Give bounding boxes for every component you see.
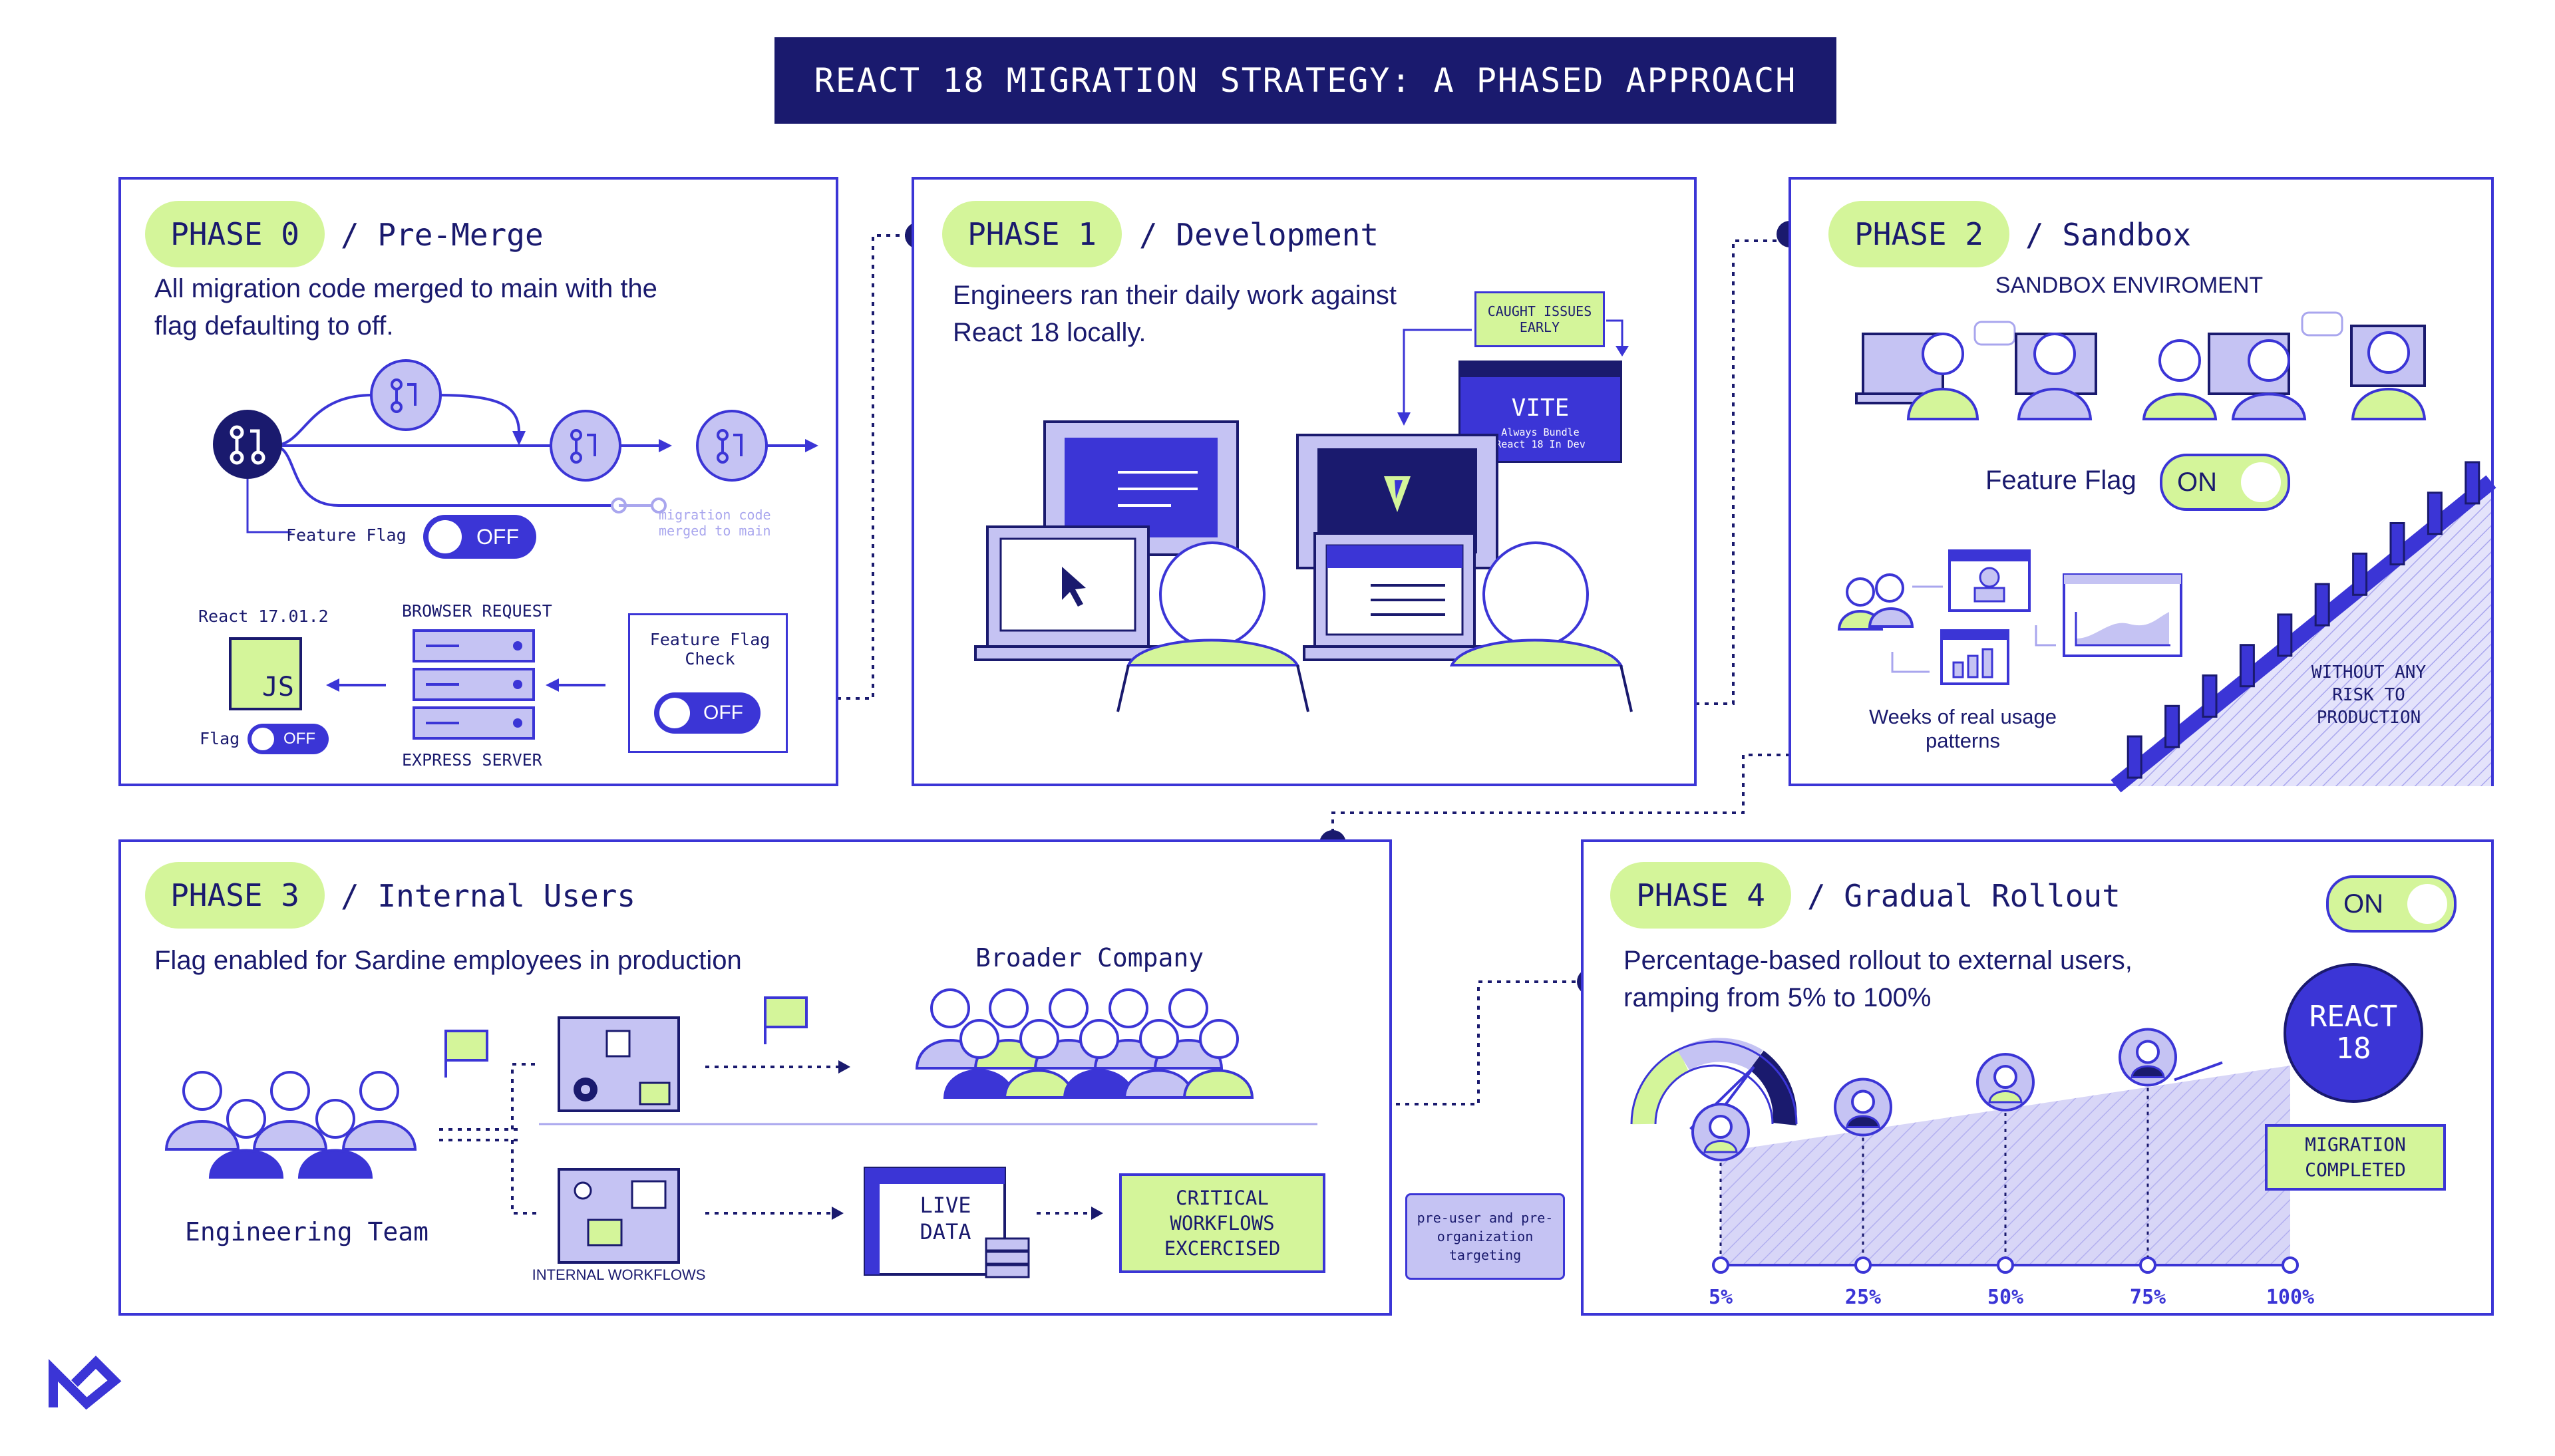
- fence-post: [2352, 552, 2368, 596]
- server-stack-icon: [413, 629, 535, 740]
- critical-workflows-box: CRITICAL WORKFLOWS EXCERCISED: [1119, 1173, 1325, 1273]
- ramp-arrow: [2174, 1061, 2223, 1082]
- fence-post: [2465, 461, 2480, 505]
- sandbox-flag-toggle-on[interactable]: ON: [2160, 454, 2290, 511]
- phase2-title: / Sandbox: [2025, 217, 2192, 253]
- phase4-description: Percentage-based rollout to external use…: [1623, 946, 2132, 1012]
- server-arrows: [326, 678, 605, 692]
- rollout-tick-label: 100%: [2266, 1286, 2314, 1309]
- internal-workflows-caption: INTERNAL WORKFLOWS: [532, 1266, 706, 1283]
- engineering-team-label: Engineering Team: [185, 1217, 429, 1246]
- sandbox-env-label: SANDBOX ENVIROMENT: [1995, 273, 2264, 298]
- toggle-state: OFF: [283, 730, 315, 748]
- feature-flag-label: Feature Flag: [286, 525, 407, 545]
- page-title: REACT 18 MIGRATION STRATEGY: A PHASED AP…: [814, 61, 1797, 100]
- fence-post: [2277, 613, 2293, 657]
- phase0-description: All migration code merged to main with t…: [154, 274, 657, 341]
- sandbox-users-illustration: [1855, 311, 2427, 420]
- flag-check-box: Feature Flag Check OFF: [628, 613, 788, 753]
- toggle-state: ON: [2343, 889, 2383, 919]
- react18-badge: REACT 18: [2284, 963, 2423, 1103]
- toggle-state: OFF: [476, 524, 519, 549]
- phase3-description: Flag enabled for Sardine employees in pr…: [154, 946, 742, 975]
- developer-desk-illustration: [974, 420, 1633, 712]
- broader-company-label: Broader Company: [975, 943, 1204, 972]
- phase0-title: / Pre-Merge: [341, 217, 544, 253]
- fence-post: [2127, 735, 2142, 779]
- toggle-state: ON: [2177, 467, 2217, 497]
- fence-post: [2314, 583, 2330, 627]
- phase1-title: / Development: [1139, 217, 1379, 253]
- rollout-tick-dot: [1997, 1256, 2014, 1274]
- flag-icon: [764, 996, 808, 1044]
- vite-title: VITE: [1511, 394, 1570, 422]
- fence-post: [2427, 492, 2443, 535]
- caught-arrows: [1397, 319, 1629, 426]
- live-data-label: LIVE DATA: [920, 1193, 971, 1244]
- phase1-description: Engineers ran their daily work against R…: [953, 281, 1397, 347]
- git-flow-diagram: [213, 359, 818, 533]
- usage-patterns-caption: Weeks of real usage patterns: [1868, 705, 2057, 752]
- broader-company-group: [915, 988, 1254, 1099]
- migration-completed-box: MIGRATION COMPLETED: [2265, 1124, 2446, 1191]
- merged-note: migration code merged to main: [659, 507, 771, 539]
- flag-icon: [444, 1030, 488, 1078]
- feature-flag-toggle-off[interactable]: OFF: [423, 515, 536, 559]
- internal-flow-diagram: [439, 996, 1317, 1278]
- usage-patterns-illustration: [1837, 549, 2182, 685]
- phase1-badge: PHASE 1: [942, 201, 1122, 267]
- phase2-badge: PHASE 2: [1828, 201, 2009, 267]
- vite-subtitle: Always Bundle React 18 In Dev: [1495, 426, 1586, 450]
- sardine-logo: [49, 1356, 122, 1410]
- js-icon: JS: [229, 637, 302, 710]
- fence-post: [2164, 704, 2180, 748]
- engineering-team-group: [164, 1071, 417, 1179]
- title-banner: REACT 18 MIGRATION STRATEGY: A PHASED AP…: [774, 37, 1836, 124]
- phase0-badge: PHASE 0: [145, 201, 325, 267]
- rollout-chart: 5% 25% 50% 75% 100%: [1691, 1028, 2314, 1309]
- flag-check-label: Feature Flag Check: [649, 630, 770, 668]
- rollout-tick-label: 75%: [2130, 1286, 2166, 1309]
- fence-post: [2389, 522, 2405, 565]
- flag-label: Flag: [200, 729, 240, 748]
- phase3-badge: PHASE 3: [145, 862, 325, 929]
- sandbox-feature-flag-label: Feature Flag: [1985, 466, 2136, 495]
- no-risk-caption: WITHOUT ANY RISK TO PRODUCTION: [2311, 662, 2427, 728]
- rollout-tick-dot: [2282, 1256, 2299, 1274]
- git-branch-icon-1: [370, 359, 442, 431]
- user-avatar-icon: [1691, 1103, 1750, 1161]
- rollout-tick-dot: [1712, 1256, 1729, 1274]
- caught-issues-tag: CAUGHT ISSUES EARLY: [1474, 291, 1605, 347]
- git-main-icon: [213, 410, 282, 479]
- user-avatar-icon: [2119, 1028, 2177, 1087]
- rollout-tick-label: 5%: [1709, 1286, 1733, 1309]
- browser-request-label: BROWSER REQUEST: [402, 601, 552, 621]
- rollout-tick-dot: [1854, 1256, 1872, 1274]
- react-version-label: React 17.01.2: [198, 607, 329, 626]
- flag-check-toggle-off[interactable]: OFF: [654, 692, 761, 734]
- rollout-tick-label: 50%: [1987, 1286, 2023, 1309]
- phase4-badge: PHASE 4: [1610, 862, 1791, 929]
- protection-wall-illustration: [2111, 461, 2496, 793]
- rollout-tick-dot: [2139, 1256, 2156, 1274]
- phase3-title: / Internal Users: [341, 878, 636, 914]
- phase4-title: / Gradual Rollout: [1807, 878, 2121, 914]
- toggle-state: OFF: [703, 702, 743, 724]
- rollout-toggle-on[interactable]: ON: [2326, 875, 2457, 933]
- rollout-tick-label: 25%: [1845, 1286, 1881, 1309]
- targeting-note: pre-user and pre-organization targeting: [1405, 1193, 1565, 1280]
- user-avatar-icon: [1834, 1078, 1892, 1137]
- fence-post: [2202, 674, 2218, 718]
- flag-toggle-off[interactable]: OFF: [248, 724, 329, 754]
- git-branch-icon-2: [550, 410, 621, 482]
- git-branch-icon-3: [696, 410, 768, 482]
- user-avatar-icon: [1976, 1053, 2035, 1111]
- fence-post: [2239, 644, 2255, 688]
- express-server-label: EXPRESS SERVER: [402, 750, 542, 770]
